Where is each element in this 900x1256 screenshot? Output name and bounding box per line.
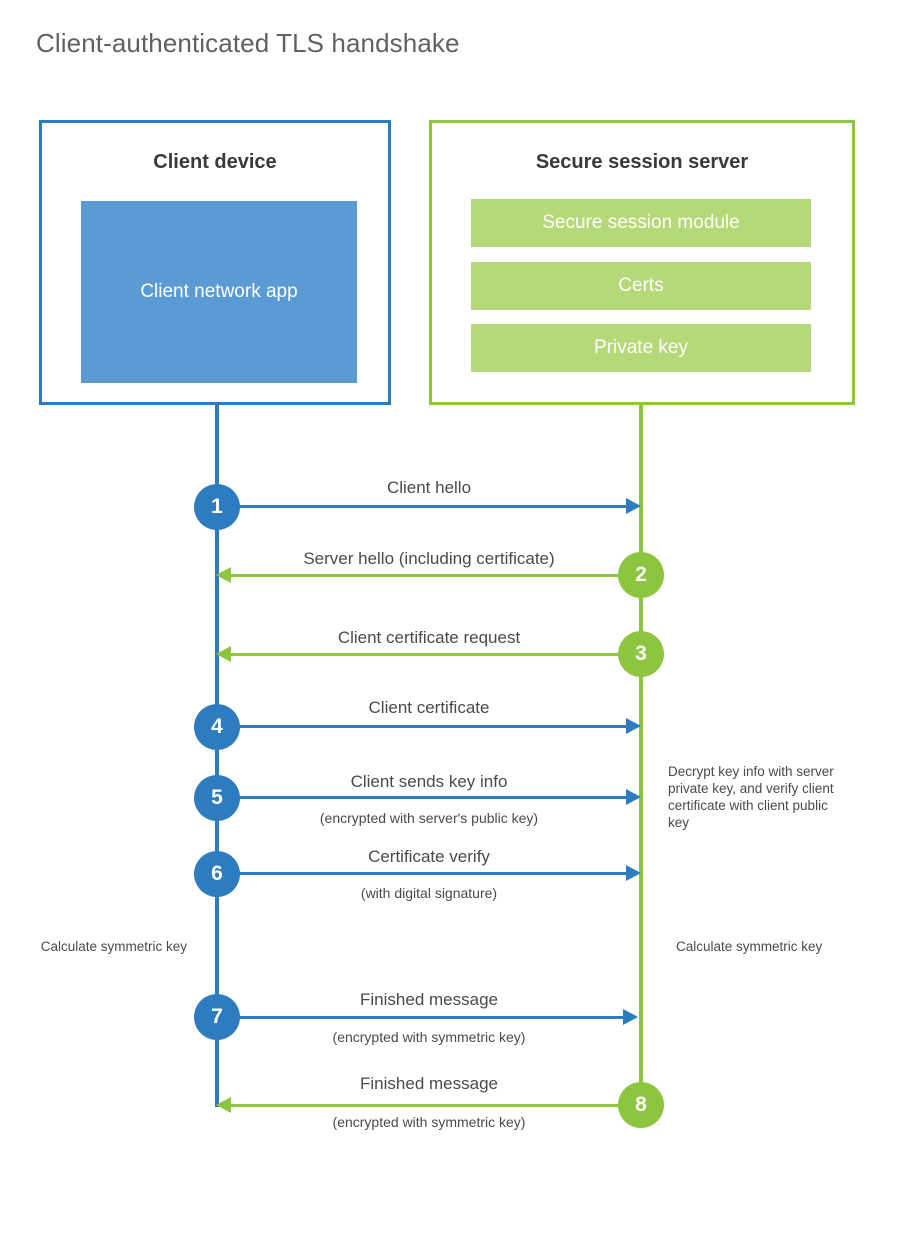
step-7-arrow-line bbox=[217, 1016, 624, 1019]
step-5-sublabel: (encrypted with server's public key) bbox=[319, 810, 539, 826]
step-8-arrow-line bbox=[228, 1104, 641, 1107]
step-8-number-badge: 8 bbox=[618, 1082, 664, 1128]
step-4-arrow-head-icon bbox=[626, 718, 641, 734]
step-3-arrow-line bbox=[228, 653, 641, 656]
server-component-secure-session-module: Secure session module bbox=[471, 199, 811, 247]
step-4-arrow-line bbox=[217, 725, 627, 728]
server-calculate-symmetric-key-annotation: Calculate symmetric key bbox=[676, 939, 823, 954]
step-3-label: Client certificate request bbox=[337, 628, 521, 647]
server-component-certs: Certs bbox=[471, 262, 811, 310]
server-decrypt-annotation: Decrypt key info with server private key… bbox=[668, 764, 834, 830]
step-7-number-badge: 7 bbox=[194, 994, 240, 1040]
step-1-number-badge: 1 bbox=[194, 484, 240, 530]
step-7-label: Finished message bbox=[360, 990, 498, 1009]
step-6-label: Certificate verify bbox=[368, 847, 490, 866]
step-1-arrow-line bbox=[217, 505, 627, 508]
secure-session-server-box: Secure session server Secure session mod… bbox=[429, 120, 855, 405]
step-6-sublabel: (with digital signature) bbox=[360, 885, 498, 901]
step-5-arrow-line bbox=[217, 796, 627, 799]
client-network-app-block: Client network app bbox=[81, 201, 357, 383]
secure-session-server-title: Secure session server bbox=[535, 151, 749, 173]
server-component-private-key: Private key bbox=[471, 324, 811, 372]
step-6-arrow-head-icon bbox=[626, 865, 641, 881]
client-device-box: Client device Client network app bbox=[39, 120, 391, 405]
step-8-sublabel: (encrypted with symmetric key) bbox=[332, 1114, 526, 1130]
step-3-number-badge: 3 bbox=[618, 631, 664, 677]
step-1-label: Client hello bbox=[386, 478, 472, 497]
server-lifeline bbox=[639, 403, 643, 1105]
step-6-arrow-line bbox=[217, 872, 627, 875]
step-8-label: Finished message bbox=[360, 1074, 498, 1093]
step-2-number-badge: 2 bbox=[618, 552, 664, 598]
client-device-title: Client device bbox=[153, 151, 277, 173]
step-5-arrow-head-icon bbox=[626, 789, 641, 805]
page-title: Client-authenticated TLS handshake bbox=[36, 28, 460, 58]
step-6-number-badge: 6 bbox=[194, 851, 240, 897]
step-2-arrow-head-icon bbox=[216, 567, 231, 583]
step-3-arrow-head-icon bbox=[216, 646, 231, 662]
client-calculate-symmetric-key-annotation: Calculate symmetric key bbox=[40, 939, 187, 954]
step-2-label: Server hello (including certificate) bbox=[303, 549, 555, 568]
step-5-label: Client sends key info bbox=[350, 772, 508, 791]
step-2-arrow-line bbox=[228, 574, 641, 577]
step-5-number-badge: 5 bbox=[194, 775, 240, 821]
step-7-arrow-head-icon bbox=[623, 1009, 638, 1025]
client-lifeline bbox=[215, 403, 219, 1107]
step-4-label: Client certificate bbox=[368, 698, 490, 717]
step-1-arrow-head-icon bbox=[626, 498, 641, 514]
step-7-sublabel: (encrypted with symmetric key) bbox=[332, 1029, 526, 1045]
step-4-number-badge: 4 bbox=[194, 704, 240, 750]
step-8-arrow-head-icon bbox=[216, 1097, 231, 1113]
